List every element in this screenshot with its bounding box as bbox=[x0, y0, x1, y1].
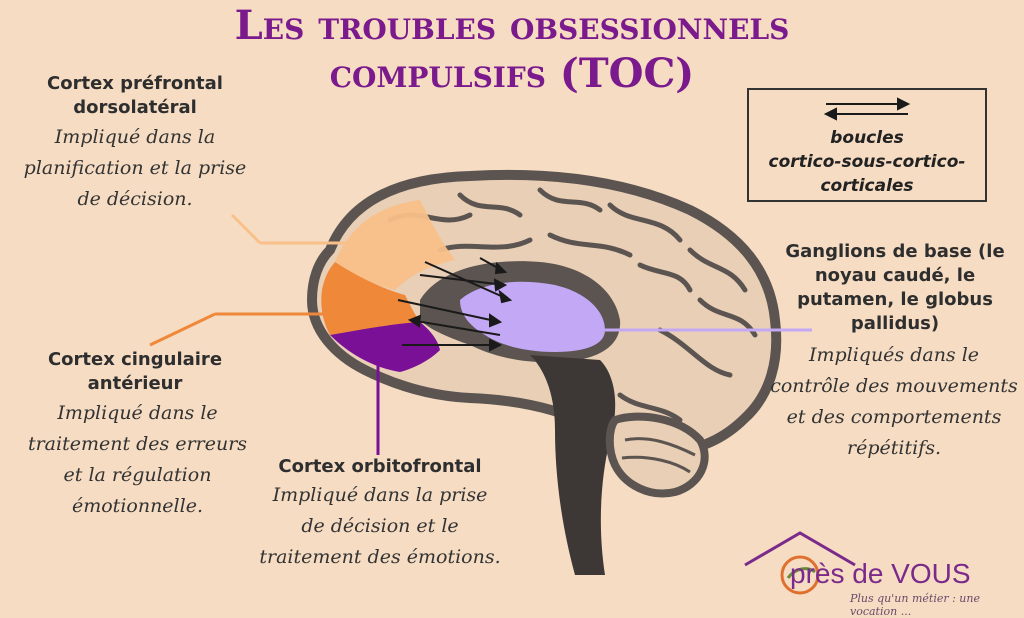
page-title-line1: Les troubles obsessionnels bbox=[234, 2, 790, 49]
logo-name: près de VOUS bbox=[790, 558, 971, 590]
desc-ofc-line3: traitement des émotions. bbox=[259, 546, 501, 568]
desc-dlpfc-line2: planification et la prise bbox=[23, 157, 247, 179]
desc-acc: Impliqué dans le traitement des erreurs … bbox=[15, 398, 260, 522]
logo-tagline: Plus qu'un métier : une vocation ... bbox=[850, 592, 980, 618]
desc-dlpfc-line3: de décision. bbox=[77, 188, 193, 210]
desc-acc-line2: traitement des erreurs bbox=[27, 433, 248, 455]
region-acc bbox=[321, 262, 420, 335]
desc-ofc-line1: Impliqué dans la prise bbox=[272, 484, 488, 506]
logo-house-icon bbox=[744, 531, 856, 595]
legend-box: boucles cortico-sous-cortico- corticales bbox=[747, 88, 987, 202]
desc-acc-line4: émotionnelle. bbox=[71, 495, 203, 517]
label-bg-line4: pallidus) bbox=[850, 313, 940, 334]
gyri-lines bbox=[387, 187, 758, 423]
label-ofc: Cortex orbitofrontal bbox=[278, 456, 482, 477]
desc-bg-line3: et des comportements bbox=[786, 406, 1002, 428]
loop-arrows bbox=[397, 257, 513, 352]
leader-dlpfc bbox=[230, 213, 262, 245]
cerebellum-folia bbox=[621, 437, 696, 474]
desc-ofc: Impliqué dans la prise de décision et le… bbox=[250, 480, 510, 573]
label-acc-line2: antérieur bbox=[87, 373, 183, 394]
desc-bg-line2: contrôle des mouvements bbox=[770, 375, 1018, 397]
label-dlpfc: Cortex préfrontal dorsolatéral bbox=[20, 72, 250, 120]
region-dlpfc bbox=[335, 200, 455, 290]
desc-ofc-line2: de décision et le bbox=[301, 515, 459, 537]
desc-acc-line3: et la régulation bbox=[63, 464, 212, 486]
desc-dlpfc: Impliqué dans la planification et la pri… bbox=[10, 122, 260, 215]
legend-line1: boucles bbox=[830, 128, 904, 148]
label-dlpfc-line1: Cortex préfrontal bbox=[47, 73, 223, 94]
desc-bg-line4: répétitifs. bbox=[847, 437, 941, 459]
label-bg-line3: putamen, le globus bbox=[797, 289, 993, 310]
legend-double-arrow bbox=[823, 97, 911, 121]
label-dlpfc-line2: dorsolatéral bbox=[73, 97, 197, 118]
brainstem bbox=[530, 355, 616, 575]
label-acc-line1: Cortex cingulaire bbox=[47, 349, 223, 370]
label-bg-line2: noyau caudé, le bbox=[814, 265, 976, 286]
desc-basal-ganglia: Impliqués dans le contrôle des mouvement… bbox=[768, 340, 1020, 464]
desc-acc-line1: Impliqué dans le bbox=[57, 402, 218, 424]
logo-name-suffix: VOUS bbox=[891, 558, 971, 589]
label-bg-line1: Ganglions de base (le bbox=[785, 241, 1005, 262]
label-acc: Cortex cingulaire antérieur bbox=[20, 348, 250, 396]
cerebellum bbox=[605, 412, 709, 498]
desc-bg-line1: Impliqués dans le bbox=[808, 344, 980, 366]
desc-dlpfc-line1: Impliqué dans la bbox=[54, 126, 216, 148]
logo-name-prefix: près de bbox=[790, 558, 892, 589]
region-ofc bbox=[330, 322, 440, 372]
legend-line2: cortico-sous-cortico- bbox=[768, 152, 966, 172]
legend-line3: corticales bbox=[820, 176, 914, 196]
page-title-line2: compulsifs (TOC) bbox=[329, 50, 695, 97]
leader-acc bbox=[149, 312, 216, 347]
label-basal-ganglia: Ganglions de base (le noyau caudé, le pu… bbox=[770, 240, 1020, 336]
